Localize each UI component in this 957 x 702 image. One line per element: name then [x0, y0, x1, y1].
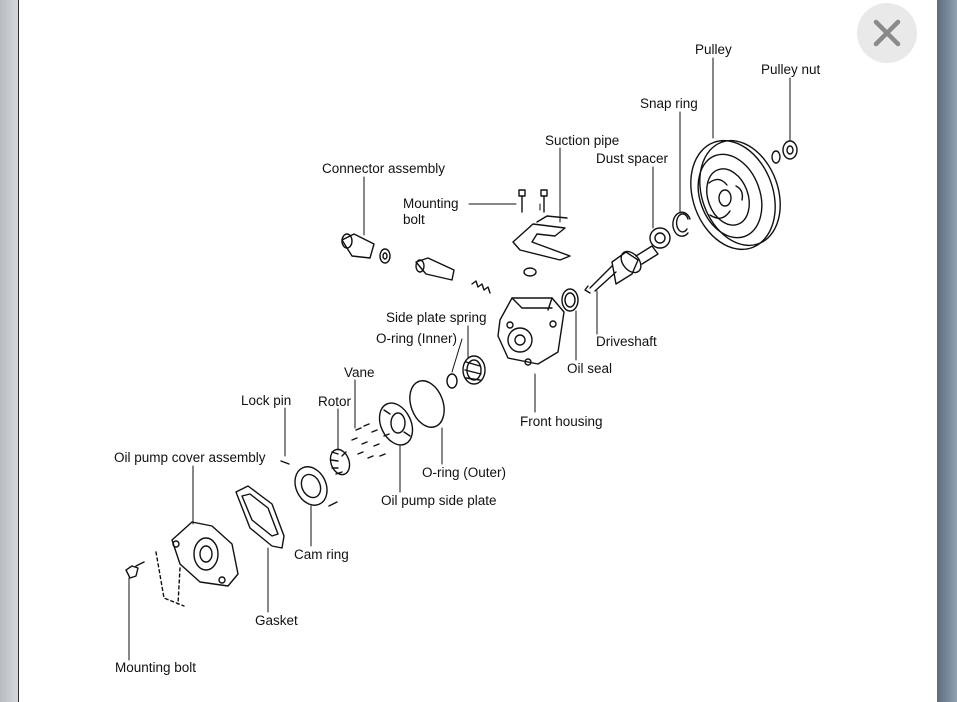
label-o-ring-inner: O-ring (Inner)	[376, 331, 457, 346]
label-mounting-bolt-top-1: Mounting	[403, 196, 459, 211]
dust-spacer-part	[649, 227, 671, 249]
snap-ring-part	[672, 211, 691, 237]
cam-ring-part	[294, 466, 328, 506]
label-oil-pump-side-plate: Oil pump side plate	[381, 493, 497, 508]
front-housing-part	[497, 297, 565, 366]
oil-pump-side-plate-part	[378, 402, 414, 446]
flow-control-valve-part	[415, 257, 491, 294]
label-driveshaft: Driveshaft	[596, 334, 657, 349]
label-pulley: Pulley	[695, 42, 732, 57]
label-oil-seal: Oil seal	[567, 361, 612, 376]
gasket-part	[235, 485, 285, 549]
close-icon	[873, 19, 901, 47]
suction-pipe-part	[512, 215, 571, 277]
label-rotor: Rotor	[318, 394, 352, 409]
label-cam-ring: Cam ring	[294, 547, 349, 562]
label-side-plate-spring: Side plate spring	[386, 310, 487, 325]
vane-parts	[351, 423, 390, 459]
label-gasket: Gasket	[255, 613, 298, 628]
label-pulley-nut: Pulley nut	[761, 62, 821, 77]
label-lock-pin: Lock pin	[241, 393, 291, 408]
mounting-bolt-top-part	[518, 189, 548, 213]
label-vane: Vane	[344, 365, 375, 380]
mounting-bolt-bottom-part	[125, 561, 145, 579]
connector-assembly-part	[341, 233, 391, 264]
o-ring-inner-part	[446, 373, 458, 389]
lock-pin-part	[280, 460, 338, 507]
label-o-ring-outer: O-ring (Outer)	[422, 465, 506, 480]
side-plate-spring-part	[462, 355, 486, 385]
label-snap-ring: Snap ring	[640, 96, 698, 111]
diagram-labels: Pulley Pulley nut Snap ring Suction pipe…	[114, 42, 821, 675]
label-dust-spacer: Dust spacer	[596, 151, 669, 166]
close-button[interactable]	[857, 3, 917, 63]
label-connector-assembly: Connector assembly	[322, 161, 445, 176]
label-mounting-bolt-bottom: Mounting bolt	[115, 660, 196, 675]
driveshaft-part	[584, 245, 659, 294]
oil-seal-part	[561, 288, 579, 312]
oil-pump-cover-part	[155, 521, 239, 607]
label-mounting-bolt-top-2: bolt	[403, 212, 425, 227]
image-viewer-panel	[18, 0, 939, 702]
background-window-right	[937, 0, 957, 702]
label-suction-pipe: Suction pipe	[545, 133, 619, 148]
o-ring-outer-part	[409, 380, 445, 428]
label-front-housing: Front housing	[520, 414, 603, 429]
label-oil-pump-cover-assembly: Oil pump cover assembly	[114, 450, 266, 465]
pulley-nut-part	[771, 140, 798, 164]
pulley-part	[690, 139, 781, 251]
rotor-part	[329, 448, 351, 476]
background-window-left	[0, 0, 18, 702]
leader-lines	[128, 57, 791, 661]
